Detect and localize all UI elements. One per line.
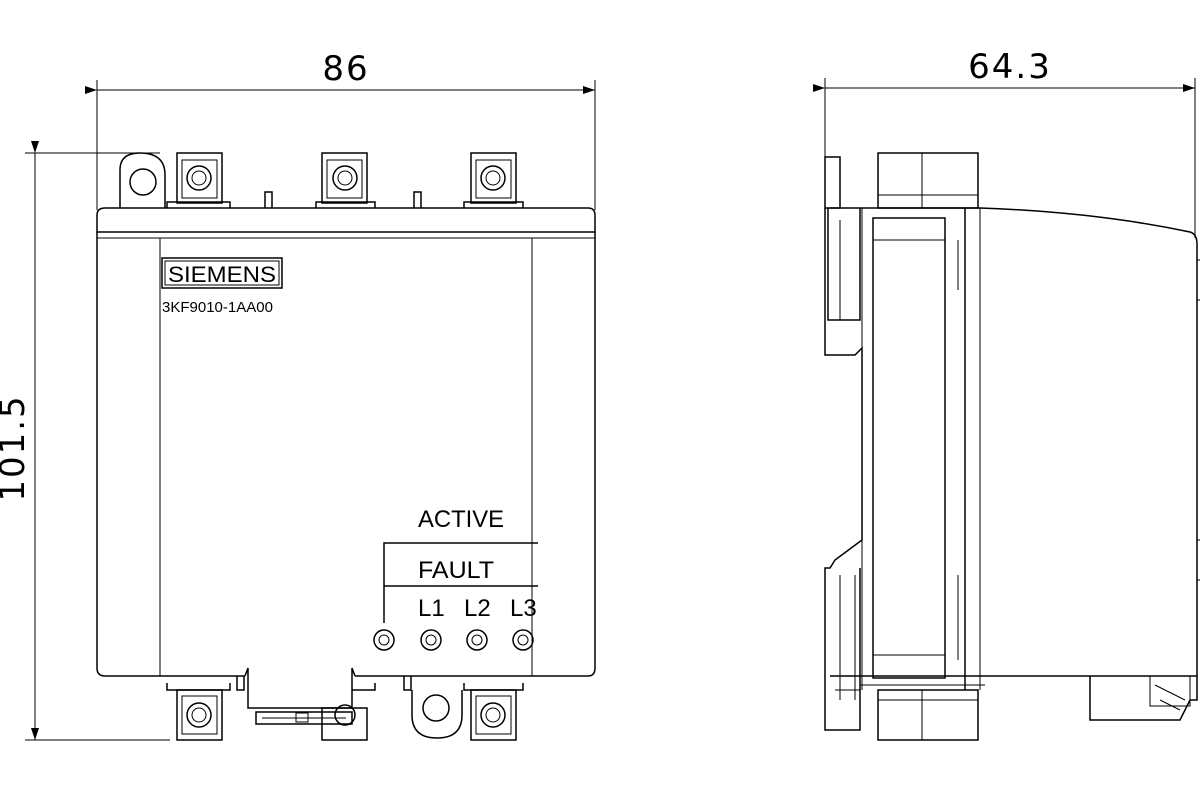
- indicator-panel: ACTIVE FAULT L1 L2 L3: [373, 506, 538, 651]
- top-terminal-1: [166, 152, 231, 208]
- mounting-eye-top: [119, 152, 166, 208]
- top-terminal-2: [315, 152, 376, 208]
- front-width-label: 86: [322, 49, 369, 89]
- housing-top-rail: [96, 207, 596, 239]
- led-l1: [420, 629, 442, 651]
- bottom-terminal-3: [463, 683, 524, 741]
- housing-body: [96, 232, 596, 709]
- width-dimension-side: 64.3: [813, 47, 1196, 238]
- side-connector: [1089, 259, 1200, 721]
- front-view: 86 101.5: [0, 49, 596, 741]
- housing-side: [830, 207, 1198, 690]
- model-number: 3KF9010-1AA00: [162, 299, 273, 316]
- terminal-block-bottom-side: [860, 684, 985, 741]
- side-view: 64.3: [813, 47, 1200, 741]
- led-label-l1: L1: [418, 595, 445, 622]
- led-label-l2: L2: [464, 595, 491, 622]
- led-active: [373, 629, 395, 651]
- terminal-block-top-side: [870, 152, 985, 209]
- fault-label: FAULT: [418, 557, 494, 584]
- connector-strip: [255, 711, 353, 725]
- siemens-logo: SIEMENS: [161, 257, 283, 289]
- active-label: ACTIVE: [418, 506, 504, 533]
- led-l2: [466, 629, 488, 651]
- din-clip: [824, 156, 863, 731]
- width-dimension-front: 86: [85, 49, 596, 210]
- led-label-l3: L3: [510, 595, 537, 622]
- svg-text:SIEMENS: SIEMENS: [168, 262, 276, 287]
- bottom-terminal-1: [166, 683, 231, 741]
- led-l3: [512, 629, 534, 651]
- top-terminal-3: [463, 152, 524, 208]
- height-label: 101.5: [0, 394, 33, 501]
- side-width-label: 64.3: [968, 47, 1052, 87]
- height-dimension: 101.5: [0, 141, 170, 741]
- mounting-eye-bottom: [411, 690, 463, 739]
